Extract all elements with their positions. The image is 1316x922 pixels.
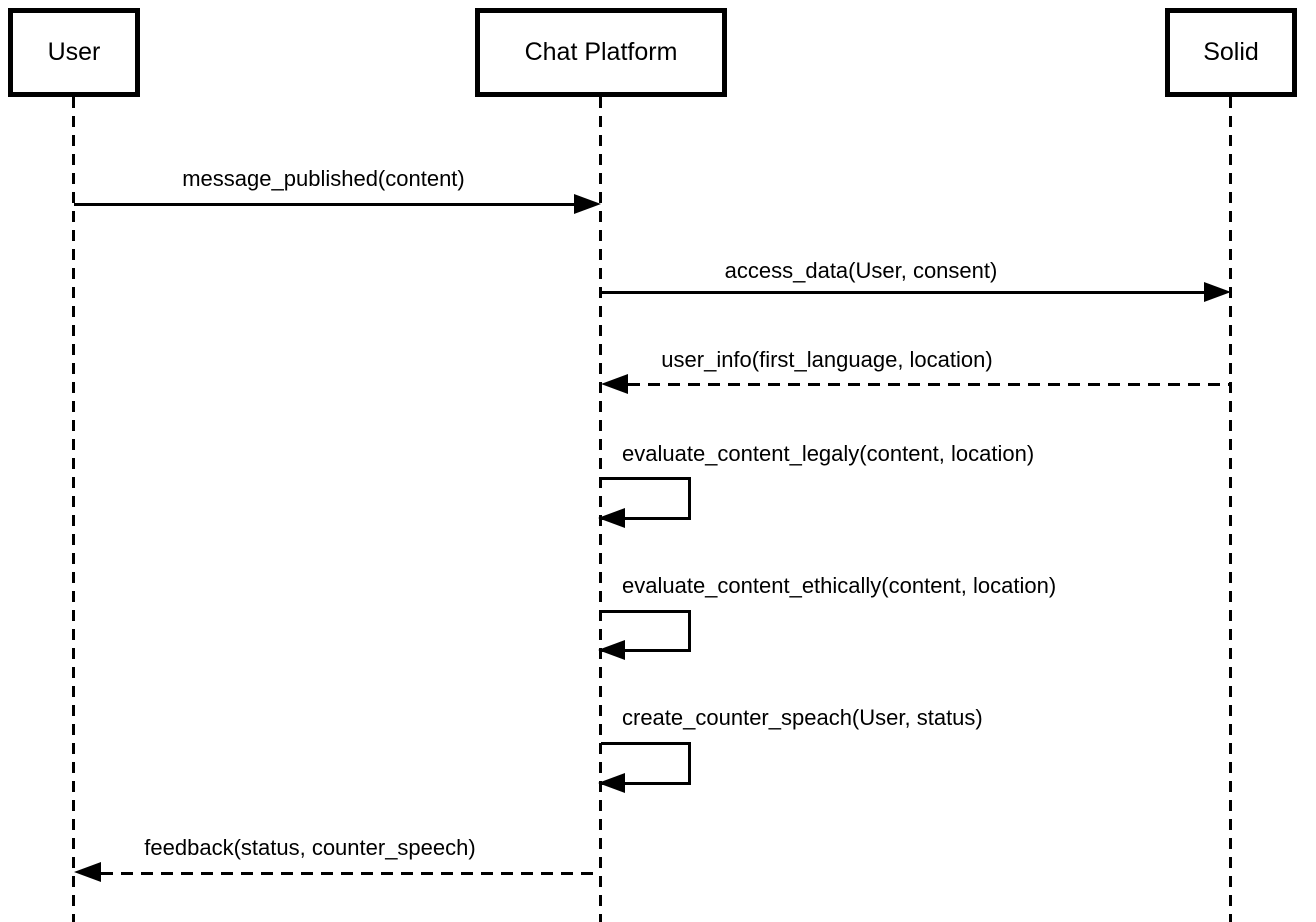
message-2-label: access_data(User, consent): [724, 258, 998, 283]
message-1-arrowhead: [574, 194, 601, 214]
participant-box-chat-platform: Chat Platform: [475, 8, 727, 97]
message-7-arrowhead: [74, 862, 101, 882]
self-message-2-arrowhead: [598, 640, 625, 660]
self-message-1-label: evaluate_content_legaly(content, locatio…: [622, 441, 1035, 466]
participant-box-user: User: [8, 8, 140, 97]
self-message-3-arrowhead: [598, 773, 625, 793]
message-3-line: [628, 383, 1231, 386]
self-message-2-label: evaluate_content_ethically(content, loca…: [622, 573, 1057, 598]
participant-label-solid: Solid: [1203, 38, 1259, 66]
participant-label-user: User: [47, 38, 101, 66]
message-2-arrowhead: [1204, 282, 1231, 302]
message-1-line: [74, 203, 574, 206]
participant-box-solid: Solid: [1165, 8, 1297, 97]
lifeline-solid: [1229, 97, 1232, 922]
self-message-3-loop: [601, 742, 691, 785]
message-7-line: [101, 872, 601, 875]
participant-label-chat-platform: Chat Platform: [524, 38, 678, 66]
message-1-label: message_published(content): [182, 166, 465, 191]
self-message-1-loop: [601, 477, 691, 520]
self-message-1-arrowhead: [598, 508, 625, 528]
self-message-2-loop: [601, 610, 691, 652]
message-2-line: [601, 291, 1204, 294]
lifeline-user: [72, 97, 75, 922]
message-7-label: feedback(status, counter_speech): [144, 835, 476, 860]
message-3-label: user_info(first_language, location): [661, 347, 993, 372]
message-3-arrowhead: [601, 374, 628, 394]
self-message-3-label: create_counter_speach(User, status): [622, 705, 983, 730]
